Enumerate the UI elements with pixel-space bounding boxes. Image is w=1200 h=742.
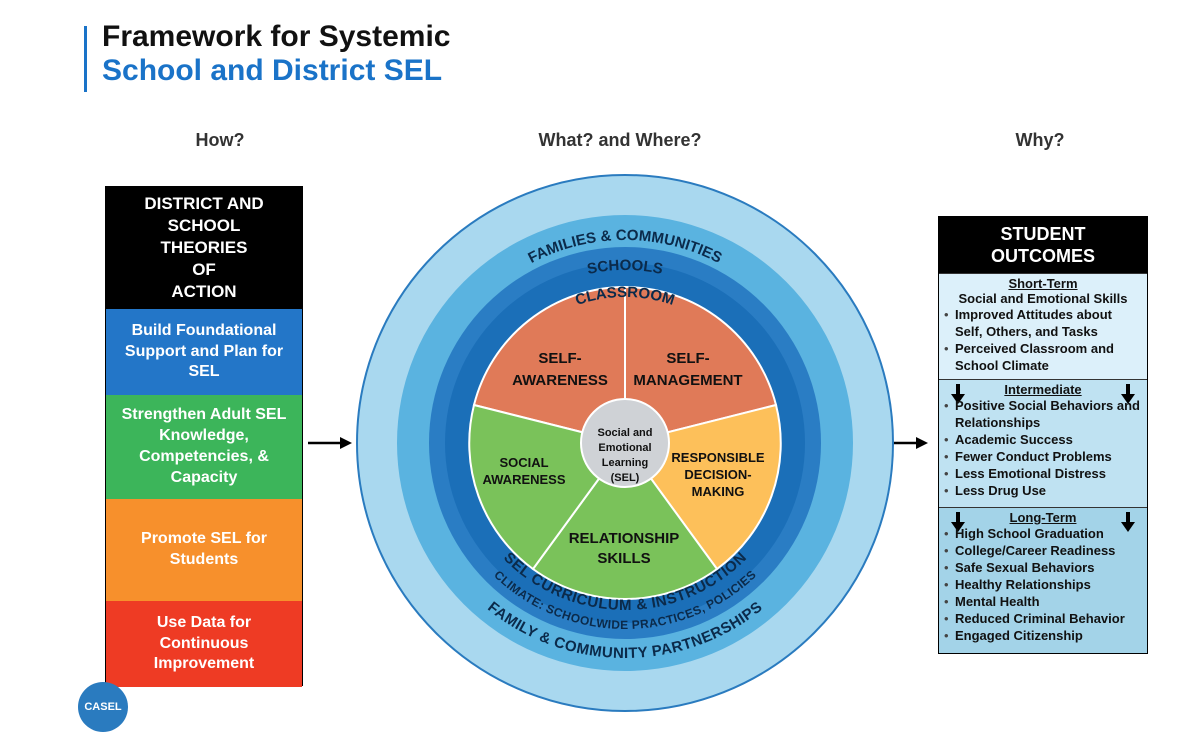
label-self-awareness-2: AWARENESS xyxy=(512,372,608,389)
intermediate-section: Intermediate Positive Social Behaviors a… xyxy=(939,379,1147,507)
ring-label-schools: SCHOOLS xyxy=(586,257,665,278)
student-outcomes-header: STUDENT OUTCOMES xyxy=(939,217,1147,273)
long-term-title: Long-Term xyxy=(1009,510,1077,525)
short-term-title: Short-Term xyxy=(1008,276,1078,291)
long-term-section: Long-Term High School Graduation College… xyxy=(939,507,1147,653)
list-item: Safe Sexual Behaviors xyxy=(944,559,1143,576)
arrow-what-to-why xyxy=(890,437,928,449)
sel-center-circle xyxy=(580,398,670,488)
list-item: Less Emotional Distress xyxy=(944,465,1143,482)
list-item: Positive Social Behaviors and Relationsh… xyxy=(944,397,1143,431)
label-self-management-1: SELF- xyxy=(666,350,709,367)
column-heading-what-where: What? and Where? xyxy=(538,130,702,150)
segment-relationship-skills xyxy=(531,441,719,600)
label-relationship-1: RELATIONSHIP xyxy=(569,530,680,547)
focus-area-promote-sel: Promote SEL for Students xyxy=(106,499,302,601)
list-item: Improved Attitudes about Self, Others, a… xyxy=(944,306,1143,340)
label-social-awareness-1: SOCIAL xyxy=(499,455,548,470)
center-label-2: Emotional xyxy=(598,442,651,454)
center-label-3: Learning xyxy=(602,457,648,469)
label-relationship-2: SKILLS xyxy=(597,550,650,567)
list-item: Reduced Criminal Behavior xyxy=(944,610,1143,627)
focus-area-foundational-support: Build Foundational Support and Plan for … xyxy=(106,309,302,395)
label-responsible-1: RESPONSIBLE xyxy=(671,450,765,465)
short-term-section: Short-Term Social and Emotional Skills I… xyxy=(939,273,1147,379)
label-responsible-2: DECISION- xyxy=(684,467,751,482)
column-heading-why: Why? xyxy=(1015,130,1065,150)
segment-self-awareness xyxy=(472,285,626,445)
label-social-awareness-2: AWARENESS xyxy=(482,472,565,487)
focus-area-adult-sel: Strengthen Adult SEL Knowledge, Competen… xyxy=(106,395,302,499)
label-self-management-2: MANAGEMENT xyxy=(633,372,742,389)
label-responsible-3: MAKING xyxy=(692,484,745,499)
student-outcomes-panel: STUDENT OUTCOMES Short-Term Social and E… xyxy=(938,216,1148,654)
page-subtitle: School and District SEL xyxy=(102,54,443,87)
theories-of-action-header: DISTRICT AND SCHOOL THEORIES OF ACTION xyxy=(106,187,302,309)
label-self-awareness-1: SELF- xyxy=(538,350,581,367)
page-title: Framework for Systemic xyxy=(102,20,451,53)
theories-of-action-panel: DISTRICT AND SCHOOL THEORIES OF ACTION B… xyxy=(105,186,303,687)
title-accent-bar xyxy=(84,26,87,92)
sel-competency-wheel xyxy=(468,285,782,600)
list-item: Perceived Classroom and School Climate xyxy=(944,340,1143,374)
column-heading-how: How? xyxy=(195,130,245,150)
casel-logo: CASEL xyxy=(78,682,128,732)
list-item: High School Graduation xyxy=(944,525,1143,542)
list-item: Mental Health xyxy=(944,593,1143,610)
list-item: Fewer Conduct Problems xyxy=(944,448,1143,465)
short-term-subtitle: Social and Emotional Skills xyxy=(958,291,1128,306)
center-label-1: Social and xyxy=(597,427,652,439)
list-item: Less Drug Use xyxy=(944,482,1143,499)
list-item: Academic Success xyxy=(944,431,1143,448)
list-item: College/Career Readiness xyxy=(944,542,1143,559)
list-item: Engaged Citizenship xyxy=(944,627,1143,644)
segment-self-management xyxy=(624,285,778,445)
arrow-how-to-what xyxy=(308,437,352,449)
focus-area-use-data: Use Data for Continuous Improvement xyxy=(106,601,302,687)
center-label-4: (SEL) xyxy=(611,472,640,484)
list-item: Healthy Relationships xyxy=(944,576,1143,593)
intermediate-title: Intermediate xyxy=(1004,382,1082,397)
